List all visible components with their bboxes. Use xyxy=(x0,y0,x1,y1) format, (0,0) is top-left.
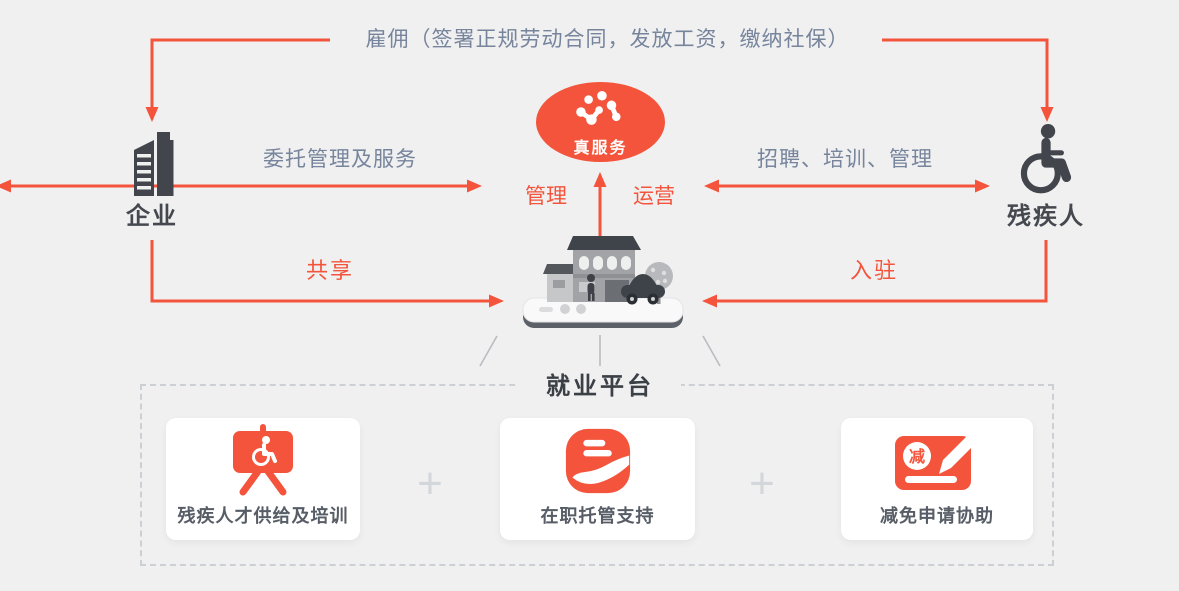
employment-label: 雇佣（签署正规劳动合同，发放工资，缴纳社保） xyxy=(365,28,850,51)
phone-platform-illustration xyxy=(522,236,684,328)
entrust-label: 委托管理及服务 xyxy=(263,148,417,171)
plus-icon: + xyxy=(417,459,443,508)
hand-support-icon xyxy=(565,428,630,494)
card-onjob-support: 在职托管支持 xyxy=(500,418,695,540)
operate-label: 运营 xyxy=(633,185,675,208)
join-label: 入驻 xyxy=(849,258,898,283)
card-label: 在职托管支持 xyxy=(540,506,655,526)
employment-arrow-left xyxy=(145,38,330,122)
wheelchair-icon xyxy=(1020,124,1072,194)
employment-arrow-right xyxy=(882,38,1054,122)
wheelchair-board-icon xyxy=(233,424,293,496)
building-icon xyxy=(134,132,174,196)
platform-connector-lines xyxy=(479,335,721,367)
reduction-card-icon: 减 xyxy=(895,428,983,490)
share-label: 共享 xyxy=(305,258,354,283)
platform-title: 就业平台 xyxy=(519,366,681,401)
card-reduction-assist: 减 减免申请协助 xyxy=(841,418,1033,540)
dots-network-icon xyxy=(575,91,621,125)
card-label: 残疾人才供给及培训 xyxy=(177,506,349,526)
card-talent-supply-training: 残疾人才供给及培训 xyxy=(166,418,360,540)
reduction-badge: 减 xyxy=(909,447,925,466)
card-label: 减免申请协助 xyxy=(880,506,994,526)
service-ellipse: 真服务 xyxy=(536,82,665,162)
enterprise-label: 企业 xyxy=(126,203,178,230)
plus-icon: + xyxy=(749,459,775,508)
recruit-label: 招聘、培训、管理 xyxy=(757,148,933,171)
service-label: 真服务 xyxy=(573,140,628,157)
manage-label: 管理 xyxy=(525,185,567,208)
disabled-label: 残疾人 xyxy=(1007,203,1085,230)
